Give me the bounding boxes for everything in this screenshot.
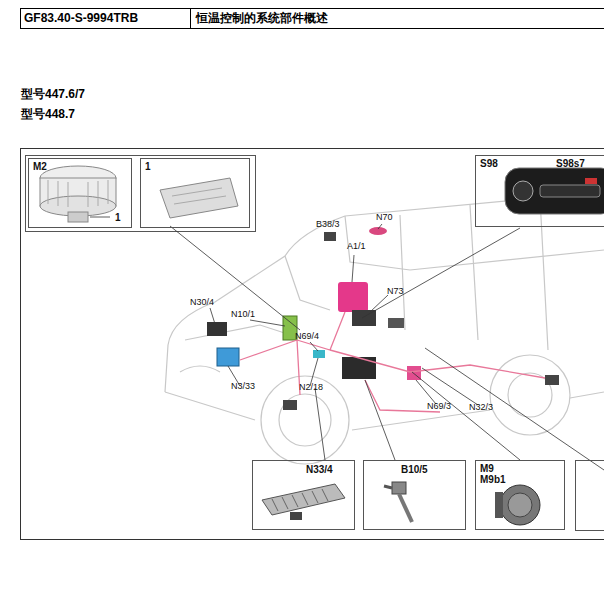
doc-number: GF83.40-S-9994TRB [24,11,138,25]
inset-box: B10/5 [363,460,466,530]
part-label: N70 [376,212,393,222]
part-label: N69/3 [427,401,451,411]
inset-box: M2 1 [28,158,132,228]
callout-number: M9b1 [480,474,506,485]
part-code: B10/5 [401,464,428,475]
part-code: M9 [480,463,494,474]
inset-box: 1 [140,158,250,228]
part-label: N2/18 [299,382,323,392]
inset-box: S98 S98s7 [475,155,604,227]
wiring [240,312,545,412]
header-table [21,9,604,29]
table-divider [190,9,191,29]
van-outline [165,192,604,464]
title: 恒温控制的系统部件概述 [196,11,328,25]
part-code: 1 [145,161,151,172]
callout-number: 1 [115,212,121,223]
model-code: 型号447.6/7 [21,87,85,101]
part-label: N30/4 [190,297,214,307]
inset-box: N33/4 [252,460,355,530]
inset-box: M9M9b1 [475,460,565,530]
model-code: 型号448.7 [21,107,75,121]
part-label: N32/3 [469,402,493,412]
part-code: N33/4 [306,464,333,475]
sensor-icon [384,482,412,522]
callout-number: S98s7 [556,158,585,169]
heater-icon [262,484,345,520]
part-label: N73 [387,286,404,296]
control-panel-icon [505,168,604,214]
leader-lines [170,224,604,470]
resistor-module-icon [160,178,238,218]
part-label: N69/4 [295,331,319,341]
part-label: N3/33 [231,381,255,391]
inset-box [576,461,604,531]
blower-motor-icon [40,166,116,222]
part-label: A1/1 [347,241,366,251]
actuator-icon [495,485,540,525]
figure-frame [21,149,604,540]
part-code: S98 [480,158,498,169]
components [207,227,559,410]
part-code: M2 [33,161,47,172]
part-label: B38/3 [316,219,340,229]
part-label: N10/1 [231,309,255,319]
inset-frame [26,156,256,232]
